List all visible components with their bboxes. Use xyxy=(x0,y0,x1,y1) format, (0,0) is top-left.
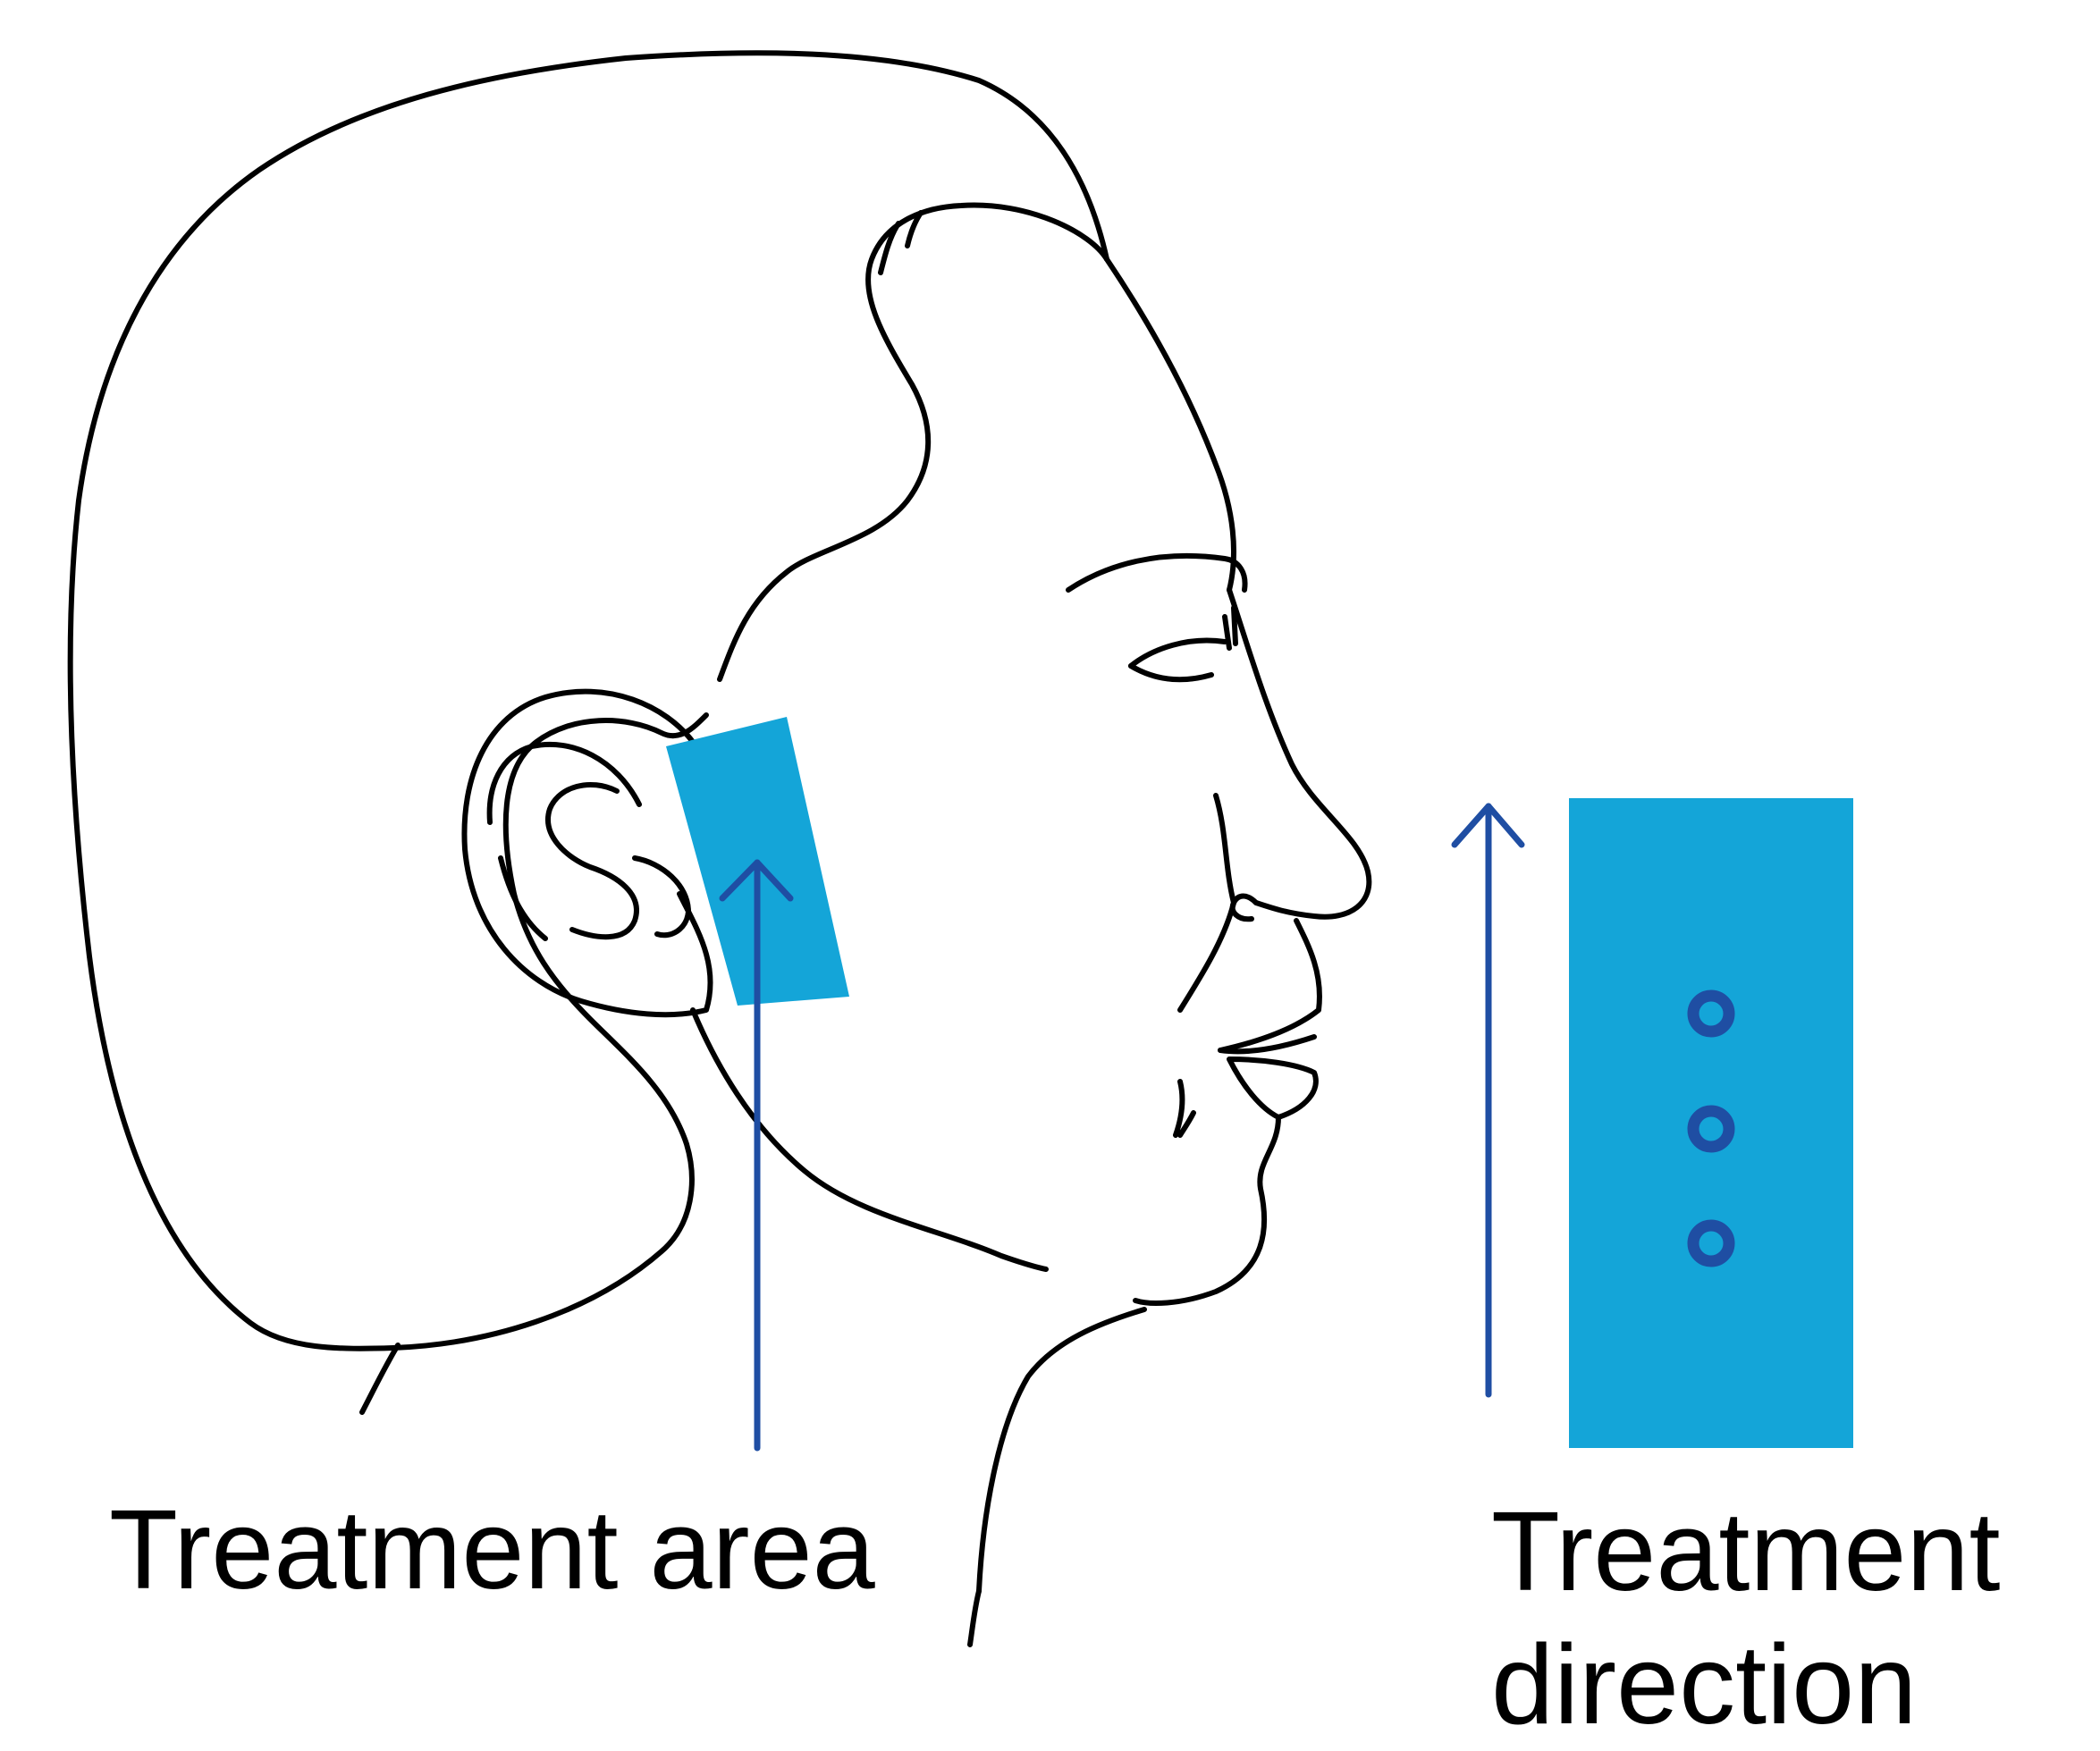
eye-lower xyxy=(1131,666,1211,679)
cheek-line xyxy=(1180,796,1234,1010)
eye-lash-marks xyxy=(1225,608,1236,648)
neck-back-line xyxy=(970,1591,979,1645)
upper-lip xyxy=(1220,921,1320,1050)
neck-front xyxy=(979,1309,1144,1591)
eyebrow xyxy=(1068,556,1245,590)
hairline xyxy=(720,206,1107,679)
lower-lip xyxy=(1229,1059,1316,1117)
treatment-area-label: Treatment area xyxy=(109,1484,875,1617)
chin-line xyxy=(1135,1117,1278,1303)
eye-upper xyxy=(1131,641,1225,666)
hair-tail-line xyxy=(362,1345,398,1412)
chin-crease xyxy=(1176,1082,1193,1135)
treatment-direction-box xyxy=(1569,798,1853,1448)
ear-outer xyxy=(464,692,710,1015)
arrow-up-icon xyxy=(1455,806,1522,1394)
treatment-direction-line1: Treatment xyxy=(1491,1486,2001,1619)
nostril xyxy=(1233,897,1256,920)
forehead-line xyxy=(1107,259,1234,590)
hair-outline xyxy=(71,53,1107,1348)
treatment-direction-line2: direction xyxy=(1491,1619,2001,1751)
jaw-line xyxy=(693,1010,1046,1269)
nose-line xyxy=(1229,590,1369,917)
treatment-direction-label: Treatment direction xyxy=(1491,1486,2001,1751)
